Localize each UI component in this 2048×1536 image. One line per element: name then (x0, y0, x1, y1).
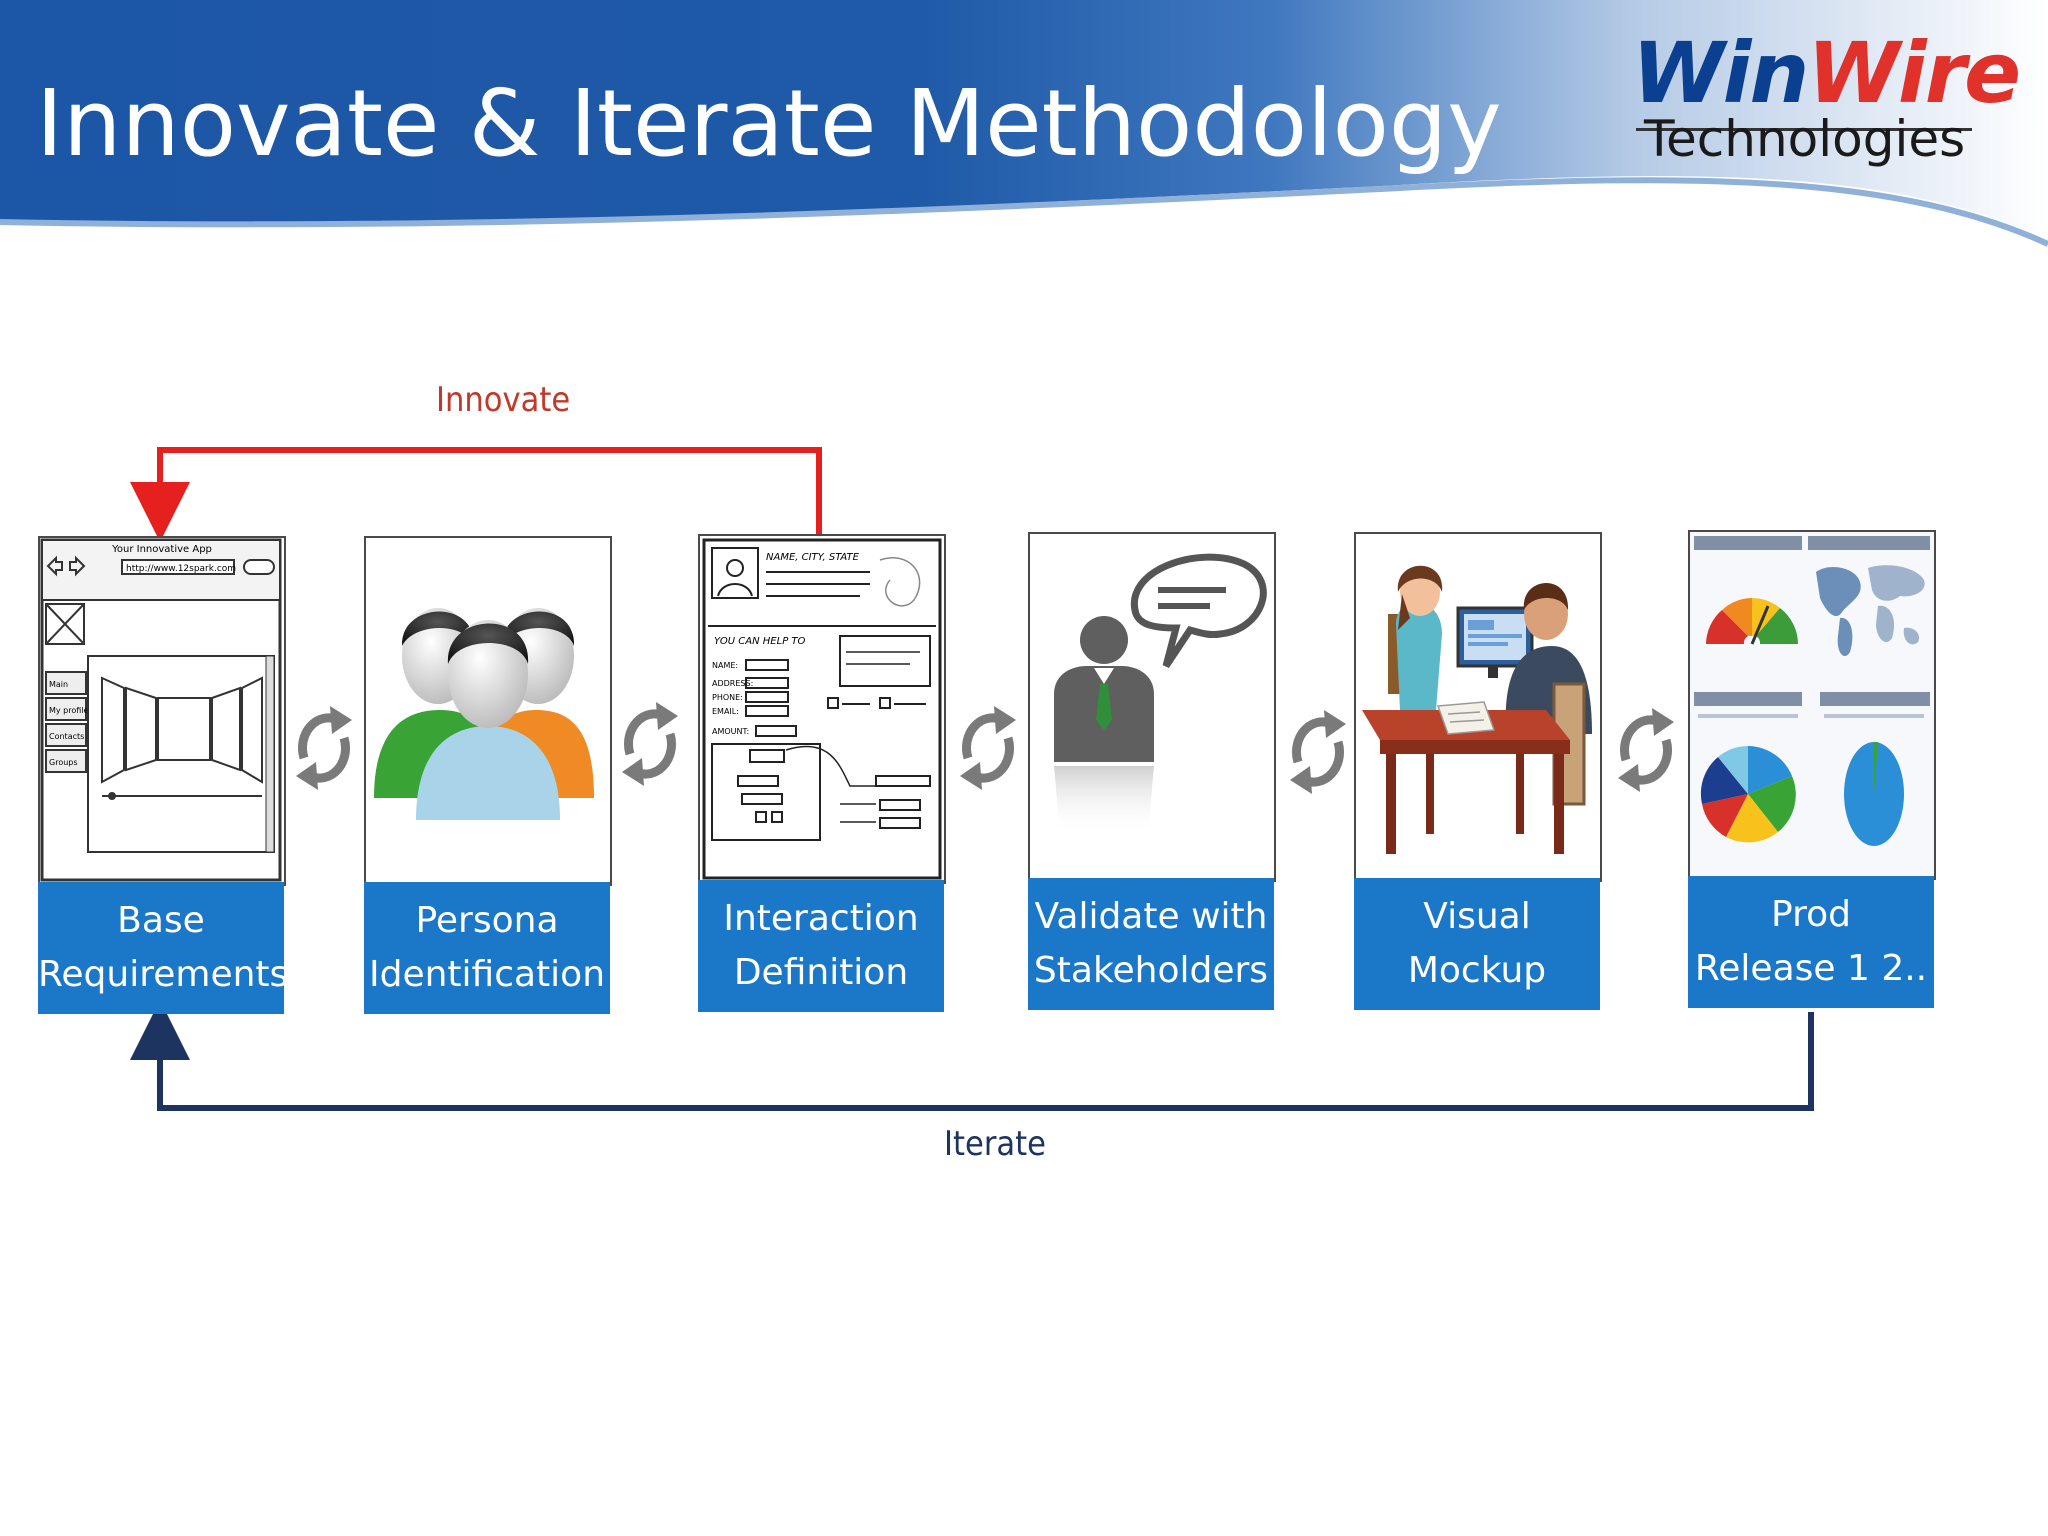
cycle-arrows-icon (960, 706, 1016, 790)
step-label-line2: Identification (368, 954, 606, 995)
logo-divider (1636, 128, 1972, 131)
step-label: Visual Mockup (1354, 878, 1600, 1010)
step-label-line2: Release 1 2.. (1694, 948, 1928, 989)
wireframe-sketch-icon: Your Innovative App http://www.12spark.c… (38, 536, 286, 886)
sketch-form-help: YOU CAN HELP TO (714, 636, 806, 647)
sketch-field-1: NAME: (712, 661, 738, 670)
iterate-arrow (130, 1000, 1814, 1111)
step-label-line2: Stakeholders (1033, 950, 1269, 991)
company-logo: WinWire Technologies (1632, 24, 2021, 174)
step-label-line1: Interaction (723, 898, 919, 939)
step-label-line1: Prod (1771, 894, 1851, 935)
sketch-url: http://www.12spark.com (126, 564, 236, 574)
step-label-line2: Definition (733, 952, 909, 993)
speaker-speech-bubble-icon (1028, 532, 1276, 882)
step-label: Base Requirements (38, 882, 289, 1014)
cycle-arrows-icon (1618, 708, 1674, 792)
people-group-icon (364, 536, 612, 886)
logo-subtitle: Technologies (1644, 110, 1966, 168)
sketch-field-5: AMOUNT: (712, 727, 749, 736)
step-label: Interaction Definition (698, 880, 944, 1012)
form-sketch-icon: NAME, CITY, STATE YOU CAN HELP TO NAME: … (698, 534, 946, 884)
page-title: Innovate & Iterate Methodology (36, 70, 1502, 177)
step-label-line2: Mockup (1407, 950, 1547, 991)
header-banner (0, 0, 2048, 247)
step-label: Validate with Stakeholders (1028, 878, 1274, 1010)
step-label-line1: Validate with (1034, 896, 1268, 937)
logo-word-win: Win (1632, 24, 1809, 122)
iterate-label: Iterate (944, 1124, 1046, 1164)
cycle-arrows-icon (1290, 710, 1346, 794)
cycle-arrows-icon (296, 706, 352, 790)
step-label-line1: Persona (415, 900, 559, 941)
sketch-nav-1: Main (49, 680, 68, 689)
cycle-arrows-icon (622, 702, 678, 786)
step-label: Prod Release 1 2.. (1688, 876, 1934, 1008)
logo-word-wire: Wire (1807, 24, 2021, 122)
sketch-field-4: EMAIL: (712, 707, 739, 716)
sketch-field-2: ADDRESS: (712, 679, 753, 688)
step-label-line1: Base (117, 900, 205, 941)
step-label-line2: Requirements (38, 954, 289, 995)
step-label-line1: Visual (1423, 896, 1531, 937)
sketch-nav-2: My profile (49, 706, 89, 715)
logo-wordmark: WinWire (1632, 24, 2021, 122)
sketch-app-title: Your Innovative App (111, 544, 212, 555)
innovate-label: Innovate (436, 380, 571, 420)
meeting-desk-icon (1354, 532, 1602, 882)
innovate-arrow (130, 447, 822, 542)
dashboard-charts-icon (1688, 530, 1936, 880)
sketch-nav-4: Groups (49, 758, 78, 767)
step-label: Persona Identification (364, 882, 610, 1014)
sketch-nav-3: Contacts (49, 732, 84, 741)
sketch-field-3: PHONE: (712, 693, 743, 702)
sketch-form-heading: NAME, CITY, STATE (766, 552, 860, 563)
